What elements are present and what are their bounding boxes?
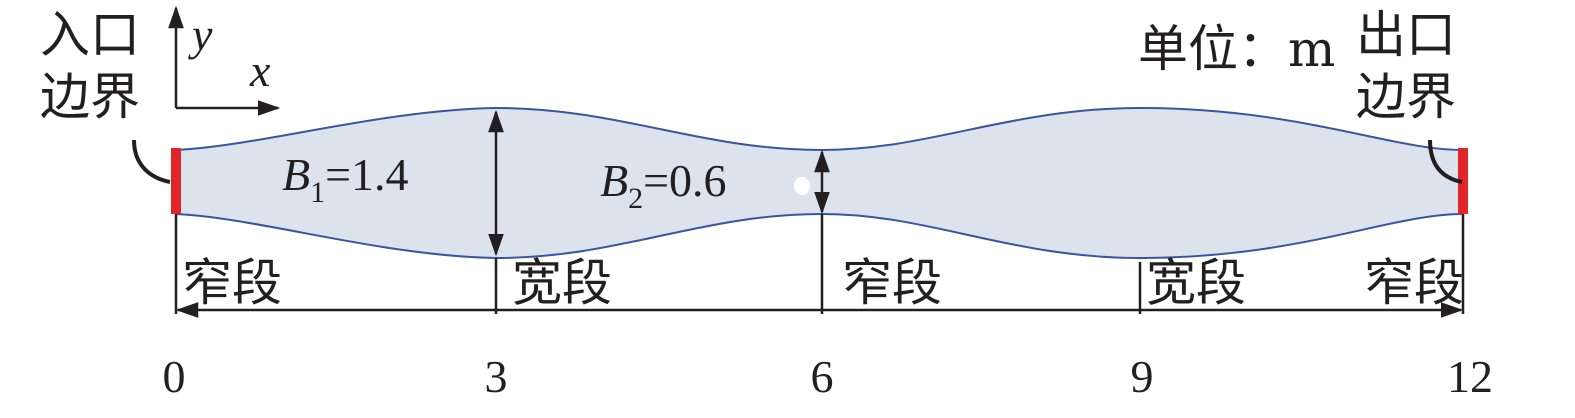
highlight-spot — [794, 177, 810, 195]
tick-label: 12 — [1447, 351, 1493, 402]
tick-label: 9 — [1131, 351, 1154, 402]
outlet-label-line2: 边界 — [1356, 68, 1456, 126]
section-label: 窄段 — [842, 254, 942, 312]
x-axis-label: x — [249, 45, 271, 96]
inlet-boundary — [171, 148, 181, 214]
tick-label: 0 — [163, 351, 186, 402]
unit-label: 单位：m — [1138, 20, 1335, 78]
outlet-boundary — [1458, 148, 1468, 214]
inlet-leader — [132, 139, 171, 184]
section-label: 宽段 — [512, 254, 612, 312]
outlet-leader — [1428, 139, 1463, 184]
section-label: 窄段 — [1364, 254, 1464, 312]
inlet-label-line2: 边界 — [40, 68, 140, 126]
b1-label: B1=1.4 — [282, 149, 409, 209]
inlet-label-line1: 入口 — [40, 6, 140, 64]
b2-label: B2=0.6 — [600, 155, 727, 215]
outlet-label-line1: 出口 — [1356, 6, 1456, 64]
y-axis-label: y — [188, 9, 213, 60]
section-label: 窄段 — [182, 254, 282, 312]
tick-label: 6 — [811, 351, 834, 402]
section-label: 宽段 — [1146, 254, 1246, 312]
tick-label: 3 — [485, 351, 508, 402]
